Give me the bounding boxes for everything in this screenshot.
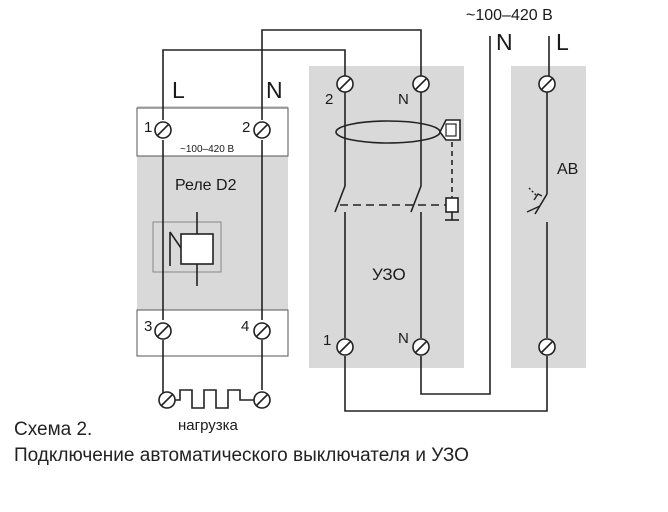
rcd-to-relay-n-wire: [261, 29, 422, 120]
rcd-terminal-bottom-left: [336, 338, 354, 356]
rcd-terminal-top-left: [336, 75, 354, 93]
breaker-terminal-top: [538, 75, 556, 93]
load-resistor: [158, 389, 271, 409]
rcd-body: [309, 66, 464, 368]
supply-n-wire: [420, 36, 491, 395]
rcd-to-relay-l-wire: [162, 49, 346, 120]
wires: [162, 29, 550, 412]
breaker-body: [511, 66, 586, 368]
breaker-terminal-bottom: [538, 338, 556, 356]
rcd-terminal-2-label: 2: [325, 91, 333, 108]
breaker-name-label: АВ: [557, 161, 578, 178]
relay-name-label: Реле D2: [175, 177, 237, 194]
breaker-switch-blade: [534, 193, 548, 215]
relay-terminal-1-label: 1: [144, 119, 152, 136]
relay-terminal-1: [154, 121, 172, 139]
breaker-module: [511, 66, 586, 368]
relay-terminal-2-label: 2: [242, 119, 250, 136]
relay-terminal-3: [154, 322, 172, 340]
relay-terminal-2: [253, 121, 271, 139]
relay-terminal-4-label: 4: [241, 318, 249, 335]
load-label: нагрузка: [178, 417, 239, 434]
relay-wire-l-label: L: [172, 77, 185, 103]
rcd-terminal-1-label: 1: [323, 332, 331, 349]
breaker-to-rcd-wire: [344, 356, 548, 412]
relay-wire-n-label: N: [266, 77, 283, 103]
caption-title: Схема 2.: [14, 419, 93, 440]
supply-l-label: L: [556, 29, 569, 55]
relay-coil: [180, 233, 214, 265]
rcd-name-label: УЗО: [372, 265, 406, 284]
relay-terminal-4: [253, 322, 271, 340]
caption-description: Подключение автоматического выключателя …: [14, 445, 469, 466]
breaker-trip-symbol: [526, 193, 543, 213]
supply-n-label: N: [496, 29, 513, 55]
relay-coil-frame: [152, 221, 222, 273]
relay-voltage-label: ~100–420 В: [180, 144, 235, 155]
rcd-terminal-bottom-right: [412, 338, 430, 356]
rcd-terminal-n-bottom-label: N: [398, 330, 409, 347]
relay-terminal-3-label: 3: [144, 318, 152, 335]
rcd-terminal-n-top-label: N: [398, 91, 409, 108]
rcd-terminal-top-right: [412, 75, 430, 93]
rcd-module: [309, 66, 464, 368]
rcd-trip-mechanism: [445, 197, 459, 213]
supply-voltage-label: ~100–420 В: [466, 7, 553, 24]
